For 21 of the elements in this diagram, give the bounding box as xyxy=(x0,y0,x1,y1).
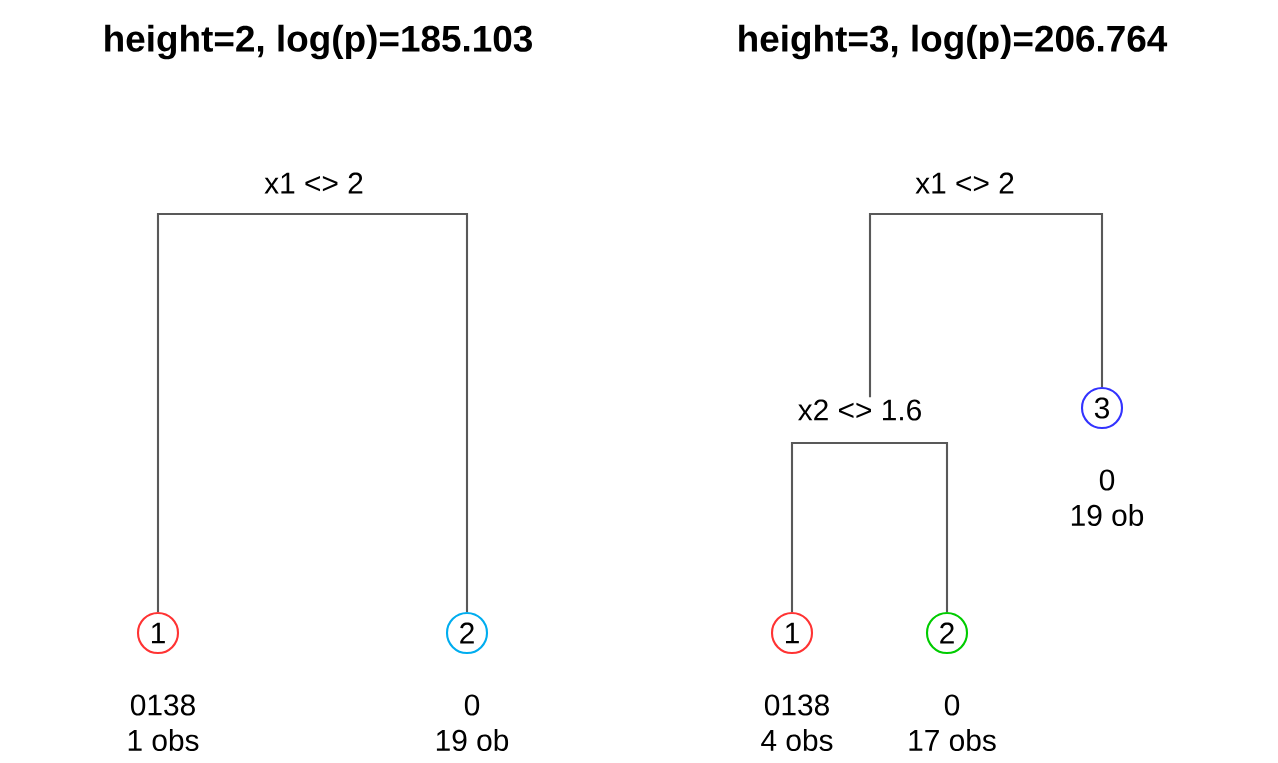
leaf-stats: 0 xyxy=(944,694,960,716)
leaf-stats: 0 xyxy=(464,694,480,716)
tree-branch xyxy=(867,441,949,612)
leaf-stats: 0138 xyxy=(130,694,195,716)
leaf-stats: 19 ob xyxy=(436,729,509,751)
leaf-stats: 4 obs xyxy=(761,729,833,751)
tree-branch xyxy=(868,212,965,398)
tree-branch xyxy=(314,212,469,612)
tree-title: height=2, log(p)=185.103 xyxy=(105,24,532,60)
leaf-stats: 17 obs xyxy=(909,729,996,751)
split-label: x2 <> 1.6 xyxy=(798,399,921,421)
leaf-stats: 0138 xyxy=(764,694,829,716)
tree-branch xyxy=(790,441,867,612)
tree-title: height=3, log(p)=206.764 xyxy=(739,24,1168,60)
split-label: x1 <> 2 xyxy=(264,172,363,194)
leaf-stats: 19 ob xyxy=(1071,504,1144,526)
tree-branch xyxy=(156,212,314,612)
leaf-stats: 0 xyxy=(1099,469,1115,491)
tree-branch xyxy=(965,212,1104,387)
leaf-stats: 1 obs xyxy=(128,729,199,751)
split-label: x1 <> 2 xyxy=(915,172,1014,194)
